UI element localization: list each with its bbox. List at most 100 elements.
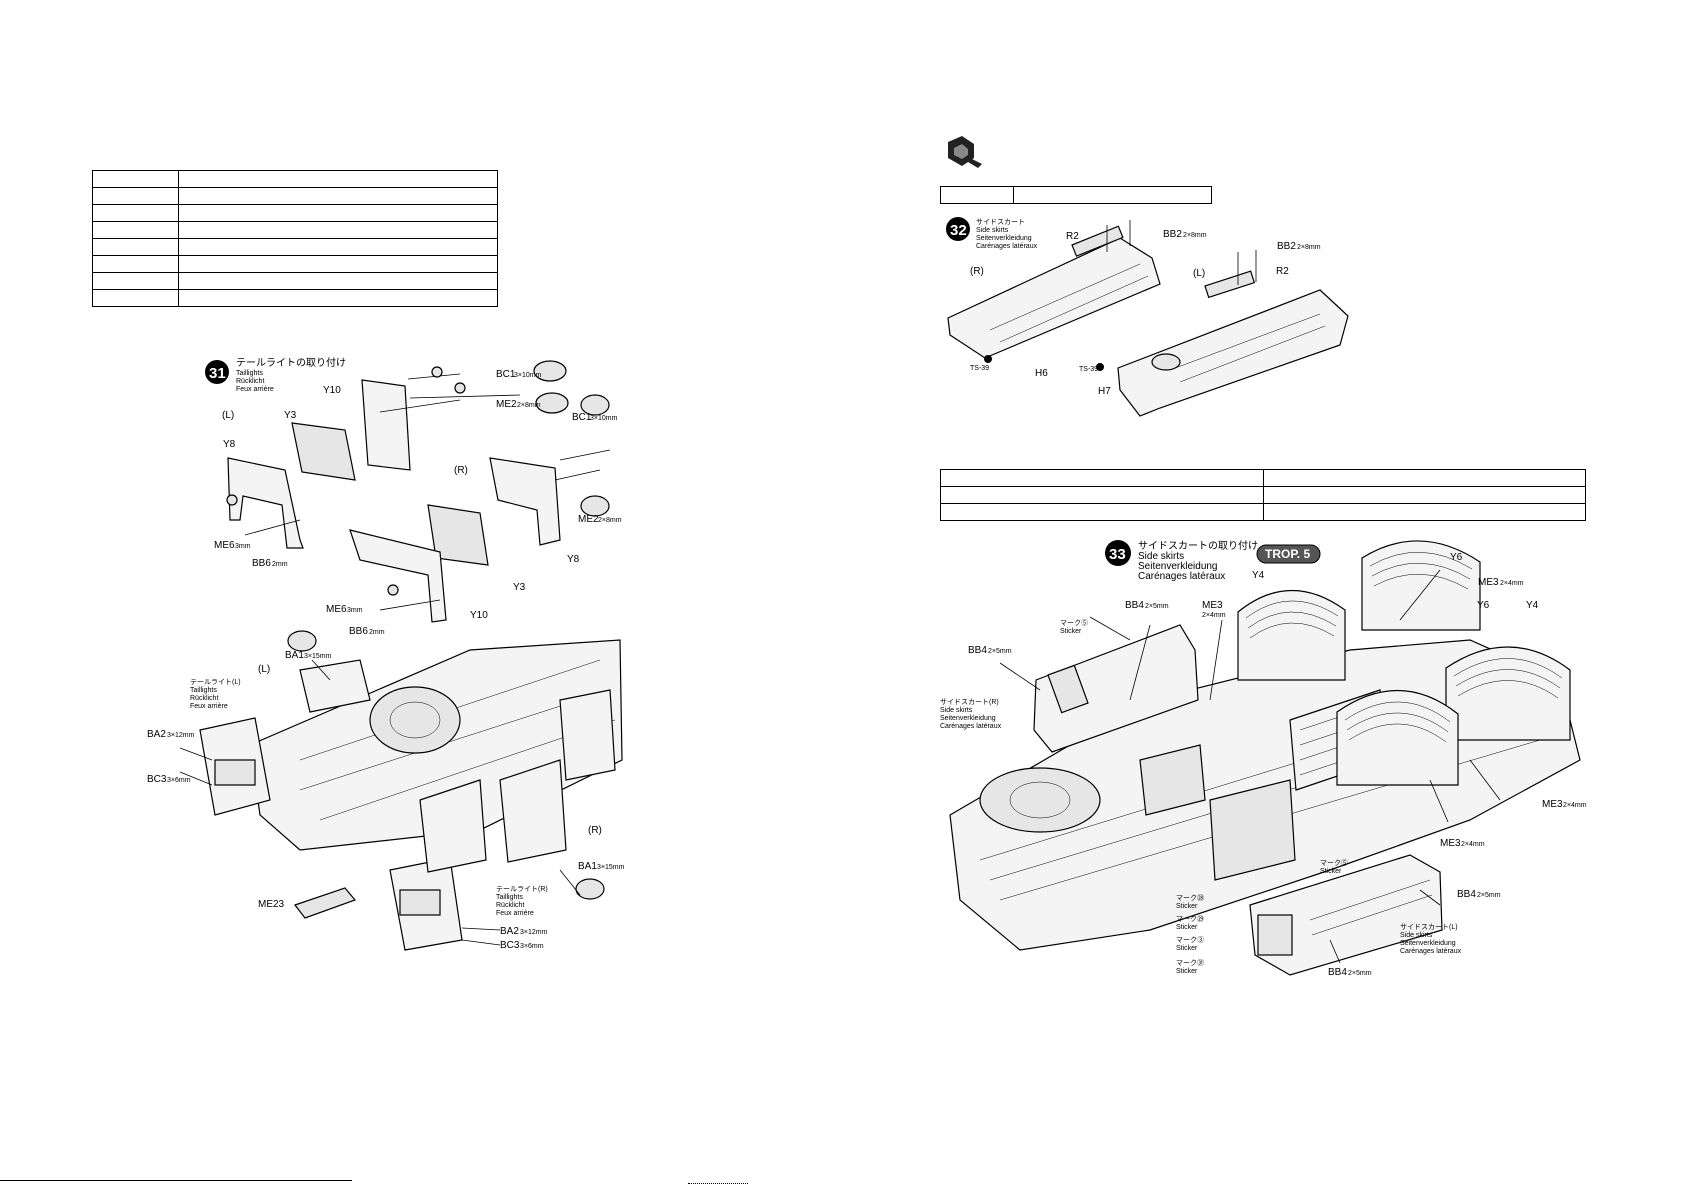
label-bb6-a: BB6 [252, 558, 271, 569]
step-33-title-en: Side skirts [1138, 551, 1184, 562]
label-skirt-r-jp: サイドスカート(R) [940, 698, 999, 706]
label-y4-a: Y4 [1252, 570, 1265, 581]
label-bb4-a-size: 2×5mm [1145, 603, 1169, 610]
step-32-badge [946, 217, 970, 241]
label-me6-b-size: 3mm [347, 607, 363, 614]
y3-left-plate [291, 422, 356, 481]
fender-y4-a [1237, 589, 1346, 681]
step-32-number: 32 [950, 222, 967, 239]
label-skirt-r-de: Seitenverkleidung [940, 715, 996, 722]
label-y3-a: Y3 [284, 410, 297, 421]
label-bb4-a: BB4 [1125, 600, 1144, 611]
step-33-title-de: Seitenverkleidung [1138, 561, 1218, 572]
label-taillight-l-fr: Feux arrière [190, 703, 228, 710]
h6-side-skirt [947, 237, 1161, 359]
label-bc1-a-size: 3×10mm [514, 372, 542, 379]
page-footer-rule [0, 1180, 352, 1181]
h7-side-skirt [1117, 289, 1349, 417]
step-32-title-fr: Carénages latéraux [976, 243, 1038, 250]
label-me2-a-size: 2×8mm [517, 402, 541, 409]
left-parts-table [92, 170, 498, 307]
label-r-bottom: (R) [588, 825, 602, 836]
r2-plate-a [1071, 225, 1124, 257]
label-ba1-a: BA1 [285, 650, 304, 661]
label-r2-b: R2 [1276, 266, 1289, 277]
label-mark5-bot-en: Sticker [1320, 868, 1342, 875]
label-bb2-a-size: 2×8mm [1183, 232, 1207, 239]
label-mark3-en: Sticker [1176, 945, 1198, 952]
label-me3-b: ME3 [1202, 600, 1223, 611]
label-me3-c-size: 2×4mm [1563, 802, 1587, 809]
label-bc3-a-size: 3×6mm [167, 777, 191, 784]
label-h6: H6 [1035, 368, 1048, 379]
label-me2-b-size: 2×8mm [598, 517, 622, 524]
label-mark5-top-en: Sticker [1060, 628, 1082, 635]
label-bc1-b-size: 3×10mm [590, 415, 618, 422]
label-bb2-a: BB2 [1163, 229, 1182, 240]
label-me6-a-size: 3mm [235, 543, 251, 550]
fender-y4-b [1445, 646, 1571, 741]
label-me3-a: ME3 [1478, 577, 1499, 588]
y8-right-bracket [489, 457, 561, 546]
bc1-parts-bag-b [580, 394, 610, 416]
fender-y6-a [1361, 540, 1481, 631]
y8-left-bracket [227, 457, 304, 549]
label-ba1-a-size: 3×15mm [304, 653, 332, 660]
label-y3-b: Y3 [513, 582, 526, 593]
label-bc3-b: BC3 [500, 940, 520, 951]
me2-parts-bag-b [580, 495, 610, 517]
y3-right-plate [427, 504, 489, 566]
label-bb2-b-size: 2×8mm [1297, 244, 1321, 251]
label-y10-b: Y10 [470, 610, 488, 621]
step-31-badge [205, 360, 229, 384]
label-y10-a: Y10 [323, 385, 341, 396]
label-l-side: (L) [1193, 268, 1205, 279]
label-me23: ME23 [258, 899, 285, 910]
label-l-top: (L) [222, 410, 234, 421]
trop-badge-label: TROP. 5 [1265, 547, 1310, 561]
bc1-parts-bag-a [533, 360, 567, 382]
label-ts39-b: TS-39 [1079, 366, 1098, 373]
label-bc1-a: BC1 [496, 369, 516, 380]
label-taillight-r-de: Rücklicht [496, 902, 524, 909]
step-31-title-fr: Feux arrière [236, 386, 274, 393]
label-mark28-jp: マーク㉘ [1176, 894, 1204, 902]
label-bb4-c: BB4 [1457, 889, 1476, 900]
label-r2-a: R2 [1066, 231, 1079, 242]
me23-bar [294, 887, 357, 919]
ba1-parts-bag-b [575, 878, 605, 900]
label-bc3-a: BC3 [147, 774, 167, 785]
label-l-bottom: (L) [258, 664, 270, 675]
y10-right-panel [349, 529, 447, 623]
label-me3-a-size: 2×4mm [1500, 580, 1524, 587]
label-me2-a: ME2 [496, 399, 517, 410]
trop-badge [1256, 544, 1321, 564]
label-bb4-c-size: 2×5mm [1477, 892, 1501, 899]
label-r-side: (R) [970, 266, 984, 277]
side-skirt-l [1249, 854, 1443, 976]
label-bb4-b-size: 2×5mm [988, 648, 1012, 655]
step-32-title-jp: サイドスカート [976, 218, 1025, 226]
label-mark31-jp: マーク㉛ [1176, 959, 1204, 967]
label-taillight-l-jp: テールライト(L) [190, 678, 241, 686]
label-h7: H7 [1098, 386, 1111, 397]
step-31-diagram: 31 テールライトの取り付け Taillights Rücklicht Feux… [147, 356, 625, 951]
label-r-top: (R) [454, 465, 468, 476]
label-mark29-jp: マーク㉙ [1176, 915, 1204, 923]
label-y4-b: Y4 [1526, 600, 1539, 611]
label-bb6-a-size: 2mm [272, 561, 288, 568]
step-32-diagram: 32 サイドスカート Side skirts Seitenverkleidung… [946, 217, 1349, 417]
label-bb2-b: BB2 [1277, 241, 1296, 252]
step-31-number: 31 [209, 365, 226, 382]
label-bb6-b-size: 2mm [369, 629, 385, 636]
step-31-title-de: Rücklicht [236, 378, 264, 385]
step-31-title-jp: テールライトの取り付け [236, 356, 346, 369]
label-skirt-r-en: Side skirts [940, 707, 973, 714]
label-me3-d-size: 2×4mm [1461, 841, 1485, 848]
right-wide-table [940, 469, 1586, 521]
label-mark5-bot-jp: マーク⑤ [1320, 859, 1348, 867]
label-ba2-a: BA2 [147, 729, 166, 740]
label-bc1-b: BC1 [572, 412, 592, 423]
label-skirt-l-jp: サイドスカート(L) [1400, 923, 1458, 931]
label-ba1-b-size: 3×15mm [597, 864, 625, 871]
